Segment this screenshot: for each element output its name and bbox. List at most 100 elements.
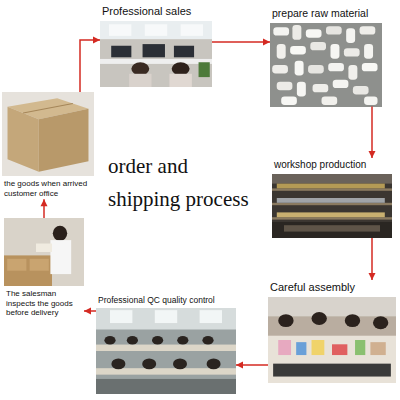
photo-detail bbox=[100, 21, 212, 39]
arrow-head bbox=[263, 39, 270, 46]
process-step: the goods when arrived customer office bbox=[2, 92, 94, 199]
photo-detail bbox=[345, 314, 360, 327]
photo-detail bbox=[272, 222, 392, 238]
photo-detail bbox=[313, 83, 329, 91]
photo-detail bbox=[362, 62, 378, 70]
step-label: Professional sales bbox=[100, 4, 212, 19]
photo-detail bbox=[30, 259, 49, 271]
photo-detail bbox=[373, 317, 388, 330]
photo-detail bbox=[277, 198, 385, 203]
photo-detail bbox=[4, 255, 52, 286]
photo-detail bbox=[100, 21, 212, 87]
office-photo bbox=[100, 21, 212, 87]
photo-detail bbox=[143, 44, 165, 57]
step-label: the goods when arrived customer office bbox=[2, 178, 94, 199]
process-step: The salesman inspects the goods before d… bbox=[4, 218, 84, 319]
photo-detail bbox=[104, 336, 115, 345]
photo-detail bbox=[202, 336, 213, 345]
photo-detail bbox=[129, 74, 151, 87]
photo-detail bbox=[155, 310, 177, 323]
flow-arrow bbox=[236, 362, 268, 369]
carton-photo bbox=[2, 92, 94, 176]
arrow-line bbox=[80, 40, 100, 92]
photo-detail bbox=[284, 225, 380, 231]
photo-detail bbox=[96, 345, 236, 351]
arrow-line bbox=[371, 107, 373, 158]
photo-detail bbox=[199, 62, 210, 77]
photo-detail bbox=[332, 344, 347, 355]
photo-detail bbox=[2, 92, 94, 176]
photo-detail bbox=[355, 340, 365, 355]
step-label: prepare raw material bbox=[270, 6, 382, 21]
photo-detail bbox=[306, 29, 322, 37]
photo-detail bbox=[277, 44, 286, 59]
flow-arrow bbox=[212, 39, 270, 46]
process-step: prepare raw material bbox=[270, 6, 382, 107]
process-step: workshop production bbox=[272, 158, 392, 238]
flow-arrow bbox=[84, 308, 96, 315]
photo-detail bbox=[326, 26, 342, 34]
flow-arrow bbox=[80, 37, 100, 93]
photo-detail bbox=[110, 310, 132, 323]
photo-detail bbox=[270, 23, 382, 107]
photo-detail bbox=[268, 297, 396, 316]
photo-detail bbox=[96, 308, 236, 330]
photo-detail bbox=[127, 336, 138, 345]
qc-photo bbox=[96, 308, 236, 394]
photo-detail bbox=[290, 46, 306, 54]
photo-detail bbox=[36, 244, 52, 253]
photo-detail bbox=[177, 336, 188, 345]
step-label: Professional QC quality control bbox=[96, 294, 236, 306]
photo-detail bbox=[111, 359, 125, 370]
photo-detail bbox=[50, 240, 71, 274]
photo-detail bbox=[348, 65, 357, 80]
pellets-photo bbox=[270, 23, 382, 107]
photo-detail bbox=[278, 314, 293, 327]
assembly-photo bbox=[268, 297, 396, 383]
photo-detail bbox=[344, 48, 360, 56]
photo-detail bbox=[277, 184, 385, 189]
photo-detail bbox=[23, 104, 73, 113]
photo-detail bbox=[328, 62, 344, 70]
arrow-line bbox=[212, 41, 270, 43]
photo-detail bbox=[181, 24, 203, 36]
process-step: Careful assembly bbox=[268, 280, 396, 383]
inspection-photo bbox=[4, 218, 84, 286]
photo-detail bbox=[131, 62, 149, 75]
photo-detail bbox=[278, 340, 291, 355]
photo-detail bbox=[297, 81, 306, 96]
step-label: workshop production bbox=[272, 158, 392, 172]
photo-detail bbox=[268, 336, 396, 383]
photo-detail bbox=[7, 259, 26, 271]
arrow-head bbox=[41, 199, 48, 206]
photo-detail bbox=[173, 359, 187, 370]
arrow-head bbox=[369, 273, 376, 280]
photo-detail bbox=[53, 226, 67, 241]
flow-arrow bbox=[369, 107, 376, 158]
photo-detail bbox=[169, 74, 191, 87]
photo-detail bbox=[281, 96, 297, 104]
photo-detail bbox=[370, 342, 385, 355]
arrow-head bbox=[369, 151, 376, 158]
photo-detail bbox=[272, 65, 288, 73]
photo-detail bbox=[292, 25, 301, 40]
photo-detail bbox=[172, 62, 190, 75]
diagram-title: order and shipping process bbox=[108, 150, 258, 215]
photo-detail bbox=[272, 174, 392, 184]
arrow-head bbox=[236, 362, 243, 369]
photo-detail bbox=[312, 340, 325, 355]
photo-detail bbox=[272, 203, 392, 205]
photo-detail bbox=[353, 86, 369, 94]
step-label: Careful assembly bbox=[268, 280, 396, 295]
process-step: Professional sales bbox=[100, 4, 212, 87]
photo-detail bbox=[96, 379, 236, 394]
photo-detail bbox=[111, 46, 131, 58]
flow-arrow bbox=[369, 238, 376, 280]
workshop-photo bbox=[272, 174, 392, 238]
photo-detail bbox=[174, 46, 194, 58]
photo-detail bbox=[96, 368, 236, 374]
photo-detail bbox=[310, 41, 326, 49]
process-step: Professional QC quality control bbox=[96, 294, 236, 394]
photo-detail bbox=[296, 342, 306, 355]
photo-detail bbox=[330, 44, 339, 59]
